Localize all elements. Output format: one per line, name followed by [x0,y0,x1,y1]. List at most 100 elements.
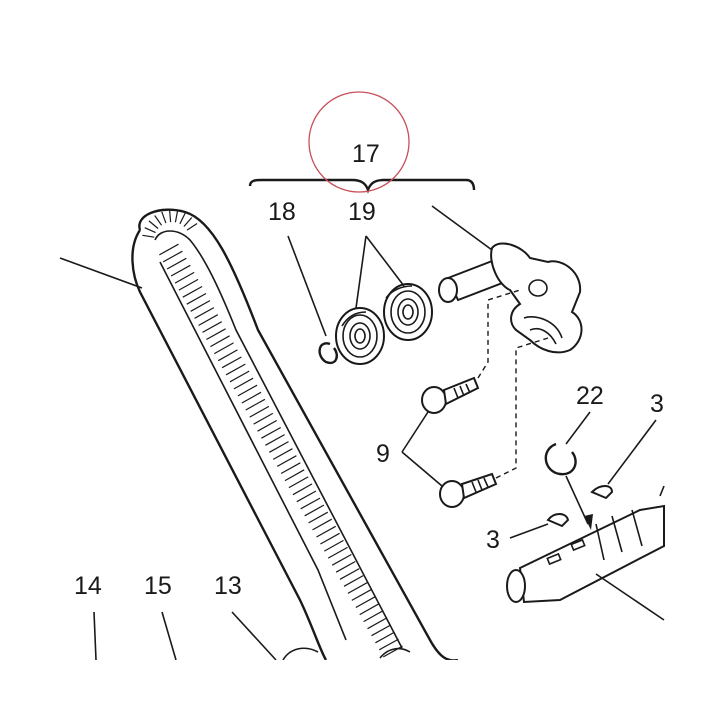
bolt-lower-shank [460,472,498,500]
belt-tooth [331,553,352,566]
belt-tooth [257,419,277,432]
cam-shaft [506,485,665,621]
leader-9-lower [401,451,443,487]
shaft-end [506,569,526,603]
belt-tooth [154,215,163,226]
bolt-upper [421,376,480,414]
belt-tooth [292,483,313,496]
belt-tooth [166,257,187,270]
bearing-left [335,307,385,365]
group-17-bracket [248,178,476,194]
belt-tooth [198,314,219,326]
leader-14 [93,611,97,661]
callout-17: 17 [352,140,380,168]
arm-slot [523,316,563,339]
circlip-22-ring [544,442,577,476]
belt-tooth [269,441,289,453]
shaft-shoulder-1 [595,523,605,561]
callout-19: 19 [348,198,376,226]
bolt-lower-dashed-path [495,337,549,479]
belt-tooth [159,243,179,256]
belt-tooth [233,377,254,390]
circlip-18 [318,342,338,365]
belt-tooth [343,575,364,587]
belt-tooth [186,292,207,305]
belt-tooth [194,307,215,319]
belt-tooth [316,525,336,538]
belt-tooth [304,504,325,517]
key-left-shape [546,513,570,528]
belt-tooth [183,217,193,227]
belt-tooth [296,490,317,503]
belt-tooth [214,342,234,355]
shaft-keyway-1 [546,552,562,566]
belt-tooth [355,596,376,609]
belt-tooth [288,476,309,489]
bolt-lower-head [439,480,465,508]
belt-tooth [308,511,329,524]
belt-tooth [359,603,380,616]
belt-tooth [284,469,305,482]
circlip-22 [544,411,593,530]
key-left [509,513,570,539]
leader-9-upper [401,411,429,453]
leader-18 [287,235,327,337]
belt-inner-line [154,230,403,649]
belt-tooth [371,624,391,637]
belt-tooth [186,222,198,231]
belt-tooth [327,546,348,559]
belt-tooth [170,264,191,277]
belt-tooth [217,349,238,362]
callout-13: 13 [214,572,242,600]
belt-tooth [280,462,301,475]
callout-22: 22 [576,382,604,410]
crank-pulley-edge [282,647,319,661]
lower-pulley-edge [379,647,411,659]
belt-tooth [276,455,297,467]
leader-19-right [365,235,405,287]
belt-tooth [363,610,384,623]
belt-tooth [375,631,395,644]
callout-3-upper: 3 [650,390,664,418]
bolt-upper-head [421,386,447,414]
belt-tooth [324,539,344,552]
callout-9: 9 [376,440,390,468]
belt-tooth [300,497,321,510]
belt-tooth [237,384,258,397]
belt-tooth [182,285,203,298]
belt-tooth [367,617,388,630]
belt-tooth [174,271,195,284]
leader-13 [231,611,277,661]
arm-leader-line [431,205,493,251]
belt-tooth [320,532,340,545]
group-17-brace [248,178,476,194]
callout-18: 18 [268,198,296,226]
belt-tooth [339,568,360,580]
belt-inner-back-line [159,261,347,641]
belt-tooth [179,212,186,225]
belt-tooth [245,398,266,411]
shaft-top-edge [659,485,665,497]
leader-22 [565,411,591,445]
belt-tooth [261,426,281,439]
belt-tooth [206,328,226,341]
callout-14: 14 [74,572,102,600]
belt-tooth [190,300,211,312]
leader-3-upper [607,419,657,485]
belt-tooth [335,560,356,573]
belt-tooth [148,220,159,229]
key-right-shape [590,485,614,500]
belt-tooth [312,518,332,531]
shaft-shoulder-2 [611,515,623,553]
bolt-upper-dashed-path [477,289,521,379]
belt-tooth [347,582,368,594]
bolt-upper-shank [442,376,480,406]
shaft-keyway-2 [570,538,586,552]
belt-leader-line [59,257,143,289]
belt-tooth [144,227,156,234]
shaft-body [518,504,665,604]
belt-tooth [225,363,246,376]
belt-tooth [174,210,179,223]
